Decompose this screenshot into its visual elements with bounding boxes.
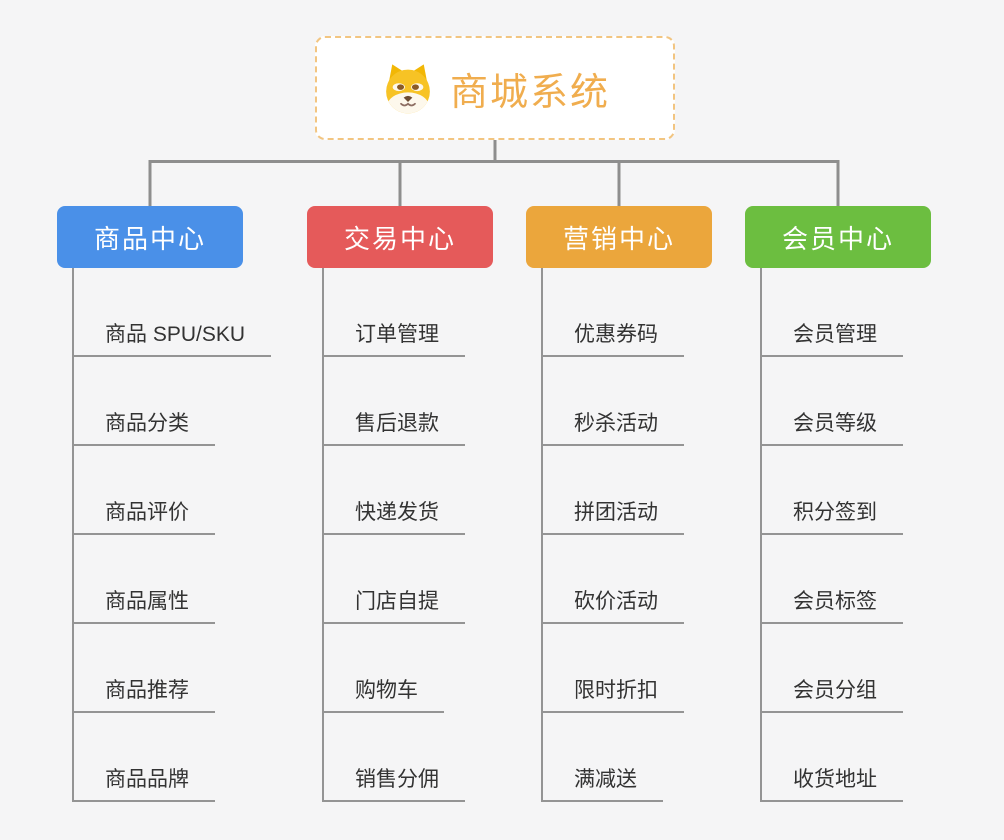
leaf-node[interactable]: 订单管理 <box>324 318 465 357</box>
leaf-node[interactable]: 商品品牌 <box>74 763 215 802</box>
leaf-node[interactable]: 商品分类 <box>74 407 215 446</box>
leaf-node[interactable]: 限时折扣 <box>543 674 684 713</box>
leaf-node[interactable]: 快递发货 <box>324 496 465 535</box>
leaf-node[interactable]: 购物车 <box>324 674 444 713</box>
branch-label: 会员中心 <box>781 223 894 254</box>
leaf-node[interactable]: 拼团活动 <box>543 496 684 535</box>
leaf-node[interactable]: 门店自提 <box>324 585 465 624</box>
branch-node-product-center[interactable]: 商品中心 <box>57 206 243 268</box>
root-node[interactable]: 商城系统 <box>315 36 675 140</box>
leaf-node[interactable]: 会员分组 <box>762 674 903 713</box>
leaf-node[interactable]: 商品属性 <box>74 585 215 624</box>
leaf-node[interactable]: 秒杀活动 <box>543 407 684 446</box>
leaf-node[interactable]: 商品推荐 <box>74 674 215 713</box>
leaf-node[interactable]: 销售分佣 <box>324 763 465 802</box>
leaf-column-member: 会员管理 会员等级 积分签到 会员标签 会员分组 收货地址 <box>760 268 903 802</box>
leaf-node[interactable]: 砍价活动 <box>543 585 684 624</box>
leaf-node[interactable]: 售后退款 <box>324 407 465 446</box>
leaf-column-product: 商品 SPU/SKU 商品分类 商品评价 商品属性 商品推荐 商品品牌 <box>72 268 272 802</box>
branch-node-marketing-center[interactable]: 营销中心 <box>526 206 712 268</box>
leaf-column-marketing: 优惠券码 秒杀活动 拼团活动 砍价活动 限时折扣 满减送 <box>541 268 684 802</box>
leaf-column-trade: 订单管理 售后退款 快递发货 门店自提 购物车 销售分佣 <box>322 268 465 802</box>
leaf-node[interactable]: 优惠券码 <box>543 318 684 357</box>
leaf-node[interactable]: 收货地址 <box>762 763 903 802</box>
leaf-node[interactable]: 会员等级 <box>762 407 903 446</box>
leaf-node[interactable]: 商品评价 <box>74 496 215 535</box>
leaf-node[interactable]: 积分签到 <box>762 496 903 535</box>
leaf-node[interactable]: 会员标签 <box>762 585 903 624</box>
leaf-node[interactable]: 满减送 <box>543 763 663 802</box>
branch-node-member-center[interactable]: 会员中心 <box>745 206 931 268</box>
branch-label: 商品中心 <box>93 223 206 254</box>
leaf-node[interactable]: 会员管理 <box>762 318 903 357</box>
leaf-node[interactable]: 商品 SPU/SKU <box>74 318 272 357</box>
branch-label: 营销中心 <box>562 223 675 254</box>
root-title: 商城系统 <box>449 71 610 114</box>
branch-node-trade-center[interactable]: 交易中心 <box>307 206 493 268</box>
branch-label: 交易中心 <box>343 223 456 254</box>
dog-face-icon <box>386 64 430 114</box>
